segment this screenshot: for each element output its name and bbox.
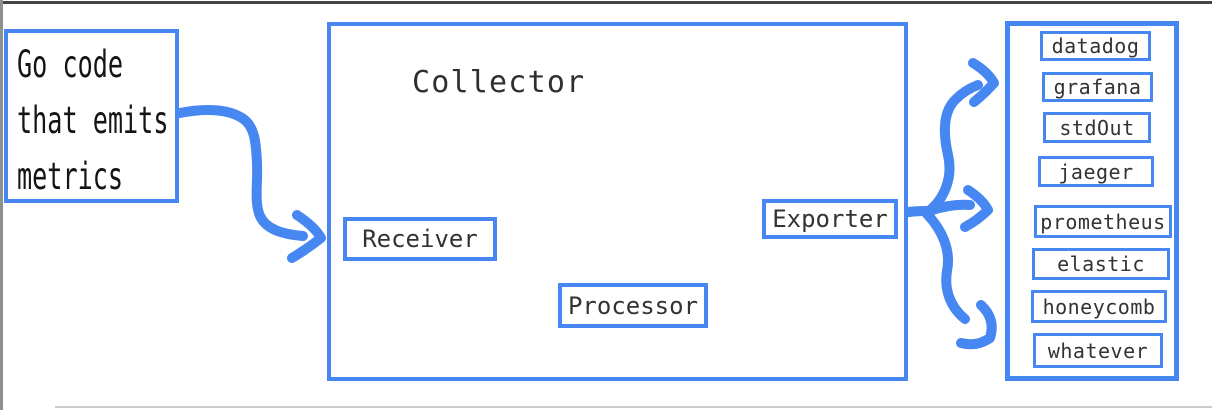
destination-datadog: datadog xyxy=(1040,31,1151,61)
bottom-edge-line xyxy=(55,406,1212,408)
receiver-label: Receiver xyxy=(362,225,478,253)
exporter-label: Exporter xyxy=(772,205,888,233)
destination-label: jaeger xyxy=(1058,159,1134,184)
destination-label: stdOut xyxy=(1059,115,1135,140)
destination-label: honeycomb xyxy=(1042,294,1156,319)
top-edge-line xyxy=(2,1,1212,4)
processor-box: Processor xyxy=(558,283,708,328)
destination-prometheus: prometheus xyxy=(1034,205,1172,238)
destination-jaeger: jaeger xyxy=(1038,156,1154,187)
destination-label: whatever xyxy=(1047,338,1149,363)
arrow-source-to-receiver xyxy=(175,105,326,263)
destination-label: grafana xyxy=(1053,75,1142,99)
destination-honeycomb: honeycomb xyxy=(1031,290,1167,323)
source-code-line: Go code xyxy=(17,43,124,86)
source-code-line: metrics xyxy=(17,155,124,198)
destination-label: datadog xyxy=(1051,34,1140,58)
processor-label: Processor xyxy=(567,291,699,320)
arrow-exporter-fanout xyxy=(894,58,999,350)
exporter-box: Exporter xyxy=(762,199,898,239)
destination-stdout: stdOut xyxy=(1043,112,1151,143)
destination-whatever: whatever xyxy=(1033,333,1163,368)
destination-label: elastic xyxy=(1057,252,1145,276)
destination-grafana: grafana xyxy=(1042,72,1153,102)
destination-label: prometheus xyxy=(1040,209,1166,234)
receiver-box: Receiver xyxy=(343,217,497,261)
collector-title: Collector xyxy=(412,65,586,100)
left-edge-line xyxy=(0,0,3,410)
destination-elastic: elastic xyxy=(1032,248,1170,280)
source-code-box: Go code that emits metrics xyxy=(4,29,179,203)
source-code-text: Go code that emits metrics xyxy=(17,37,168,205)
source-code-line: that emits xyxy=(17,99,169,142)
